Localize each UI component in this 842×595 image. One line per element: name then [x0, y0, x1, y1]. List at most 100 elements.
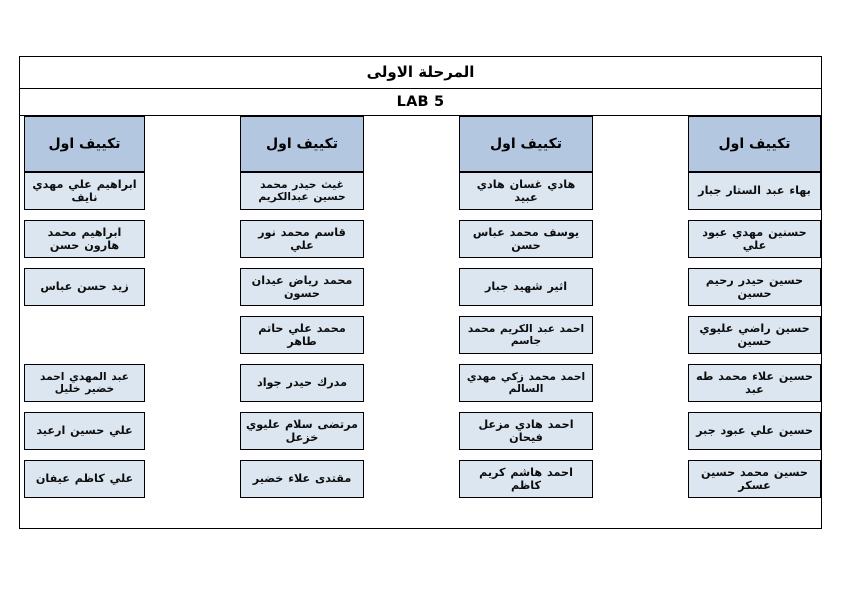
student-slot: مقتدى علاء خضير	[240, 460, 364, 508]
student-cell[interactable]: غيث حيدر محمد حسين عبدالكريم	[240, 172, 364, 210]
stage-title-row: المرحلة الاولى	[20, 57, 821, 89]
student-cell[interactable]: مرتضى سلام عليوي خزعل	[240, 412, 364, 450]
student-cell[interactable]: محمد علي حاتم طاهر	[240, 316, 364, 354]
student-slot: حسنين مهدي عبود علي	[688, 220, 821, 268]
student-cell[interactable]: حسين راضي عليوي حسين	[688, 316, 821, 354]
student-name: حسين راضي عليوي حسين	[699, 321, 810, 348]
student-name: محمد رياض عيدان حسون	[251, 273, 353, 300]
student-slot: حسين علاء محمد طه عبد	[688, 364, 821, 412]
student-cell[interactable]: احمد عبد الكريم محمد جاسم	[459, 316, 593, 354]
student-slot: بهاء عبد الستار جبار	[688, 172, 821, 220]
student-cell[interactable]: زيد حسن عباس	[24, 268, 145, 306]
student-slot: احمد محمد زكي مهدي السالم	[459, 364, 593, 412]
student-cell[interactable]: يوسف محمد عباس حسن	[459, 220, 593, 258]
student-slot: حسين راضي عليوي حسين	[688, 316, 821, 364]
student-name: احمد محمد زكي مهدي السالم	[466, 370, 586, 396]
student-slot: محمد علي حاتم طاهر	[240, 316, 364, 364]
student-cell[interactable]: احمد هاشم كريم كاظم	[459, 460, 593, 498]
student-cell[interactable]: علي كاظم عيفان	[24, 460, 145, 498]
student-cell[interactable]: قاسم محمد نور علي	[240, 220, 364, 258]
student-slot: مرتضى سلام عليوي خزعل	[240, 412, 364, 460]
student-cell[interactable]: ابراهيم محمد هارون حسن	[24, 220, 145, 258]
student-name: حسنين مهدي عبود علي	[702, 225, 807, 252]
student-name: مدرك حيدر جواد	[256, 376, 348, 390]
student-cell-empty	[24, 316, 145, 354]
student-name: هادي غسان هادي عبيد	[476, 177, 576, 204]
schedule-sheet: المرحلة الاولى LAB 5 تكييف اول بهاء عبد ا…	[19, 56, 822, 529]
student-slot: محمد رياض عيدان حسون	[240, 268, 364, 316]
student-cell[interactable]: حسين محمد حسين عسكر	[688, 460, 821, 498]
student-slot: احمد عبد الكريم محمد جاسم	[459, 316, 593, 364]
student-cell[interactable]: مدرك حيدر جواد	[240, 364, 364, 402]
student-cell[interactable]: هادي غسان هادي عبيد	[459, 172, 593, 210]
group-header-1[interactable]: تكييف اول	[459, 116, 593, 172]
student-cell[interactable]: اثير شهيد جبار	[459, 268, 593, 306]
student-slot: ابراهيم علي مهدي نايف	[24, 172, 145, 220]
group-column-3: تكييف اول ابراهيم علي مهدي نايف ابراهيم مح…	[24, 116, 145, 528]
student-slot: غيث حيدر محمد حسين عبدالكريم	[240, 172, 364, 220]
student-name: حسين علي عبود جبر	[696, 424, 813, 438]
student-name: علي حسين ارعيد	[36, 424, 133, 438]
group-header-label: تكييف اول	[265, 135, 339, 152]
student-cell[interactable]: حسين علاء محمد طه عبد	[688, 364, 821, 402]
student-name: احمد هادي مزعل فيحان	[478, 417, 574, 444]
student-slot: احمد هادي مزعل فيحان	[459, 412, 593, 460]
student-slot: علي كاظم عيفان	[24, 460, 145, 508]
student-name: عبد المهدي احمد خضير خليل	[39, 370, 130, 396]
group-header-label: تكييف اول	[718, 135, 791, 152]
student-name: اثير شهيد جبار	[484, 280, 568, 294]
student-slot: هادي غسان هادي عبيد	[459, 172, 593, 220]
student-cell[interactable]: عبد المهدي احمد خضير خليل	[24, 364, 145, 402]
student-name: بهاء عبد الستار جبار	[698, 184, 811, 198]
group-column-2: تكييف اول غيث حيدر محمد حسين عبدالكريم قاس…	[240, 116, 364, 528]
student-name: حسين علاء محمد طه عبد	[696, 369, 813, 396]
student-name: قاسم محمد نور علي	[258, 225, 346, 252]
student-cell[interactable]: علي حسين ارعيد	[24, 412, 145, 450]
group-header-0[interactable]: تكييف اول	[688, 116, 821, 172]
student-name: احمد هاشم كريم كاظم	[479, 465, 573, 492]
student-name: زيد حسن عباس	[40, 280, 129, 294]
student-name: ابراهيم علي مهدي نايف	[32, 177, 137, 204]
group-column-1: تكييف اول هادي غسان هادي عبيد يوسف محمد عب…	[459, 116, 593, 528]
student-cell[interactable]: حسين حيدر رحيم حسين	[688, 268, 821, 306]
group-header-2[interactable]: تكييف اول	[240, 116, 364, 172]
student-name: حسين حيدر رحيم حسين	[705, 273, 804, 300]
student-cell[interactable]: احمد محمد زكي مهدي السالم	[459, 364, 593, 402]
student-cell[interactable]: بهاء عبد الستار جبار	[688, 172, 821, 210]
lab-label: LAB 5	[396, 93, 445, 110]
student-slot: زيد حسن عباس	[24, 268, 145, 316]
student-slot: حسين حيدر رحيم حسين	[688, 268, 821, 316]
student-slot	[24, 316, 145, 364]
student-slot: حسين علي عبود جبر	[688, 412, 821, 460]
lab-title-row: LAB 5	[20, 89, 821, 116]
student-name: حسين محمد حسين عسكر	[701, 465, 808, 492]
student-slot: يوسف محمد عباس حسن	[459, 220, 593, 268]
student-slot: احمد هاشم كريم كاظم	[459, 460, 593, 508]
page-title: المرحلة الاولى	[366, 63, 475, 81]
student-slot: عبد المهدي احمد خضير خليل	[24, 364, 145, 412]
student-slot: ابراهيم محمد هارون حسن	[24, 220, 145, 268]
groups-container: تكييف اول بهاء عبد الستار جبار حسنين مهدي …	[20, 116, 821, 528]
group-header-3[interactable]: تكييف اول	[24, 116, 145, 172]
student-name: مقتدى علاء خضير	[252, 472, 352, 486]
student-cell[interactable]: ابراهيم علي مهدي نايف	[24, 172, 145, 210]
student-cell[interactable]: مقتدى علاء خضير	[240, 460, 364, 498]
student-name: مرتضى سلام عليوي خزعل	[246, 417, 358, 444]
student-slot: علي حسين ارعيد	[24, 412, 145, 460]
student-slot: حسين محمد حسين عسكر	[688, 460, 821, 508]
student-cell[interactable]: احمد هادي مزعل فيحان	[459, 412, 593, 450]
student-name: ابراهيم محمد هارون حسن	[47, 225, 122, 252]
student-name: غيث حيدر محمد حسين عبدالكريم	[258, 178, 346, 204]
student-slot: مدرك حيدر جواد	[240, 364, 364, 412]
student-cell[interactable]: محمد رياض عيدان حسون	[240, 268, 364, 306]
student-name: علي كاظم عيفان	[35, 472, 134, 486]
group-header-label: تكييف اول	[489, 135, 563, 152]
student-cell[interactable]: حسنين مهدي عبود علي	[688, 220, 821, 258]
group-header-label: تكييف اول	[48, 135, 121, 152]
student-name: احمد عبد الكريم محمد جاسم	[467, 322, 585, 348]
student-slot: قاسم محمد نور علي	[240, 220, 364, 268]
student-slot: اثير شهيد جبار	[459, 268, 593, 316]
group-column-0: تكييف اول بهاء عبد الستار جبار حسنين مهدي …	[688, 116, 821, 528]
student-cell[interactable]: حسين علي عبود جبر	[688, 412, 821, 450]
student-name: محمد علي حاتم طاهر	[258, 321, 346, 348]
